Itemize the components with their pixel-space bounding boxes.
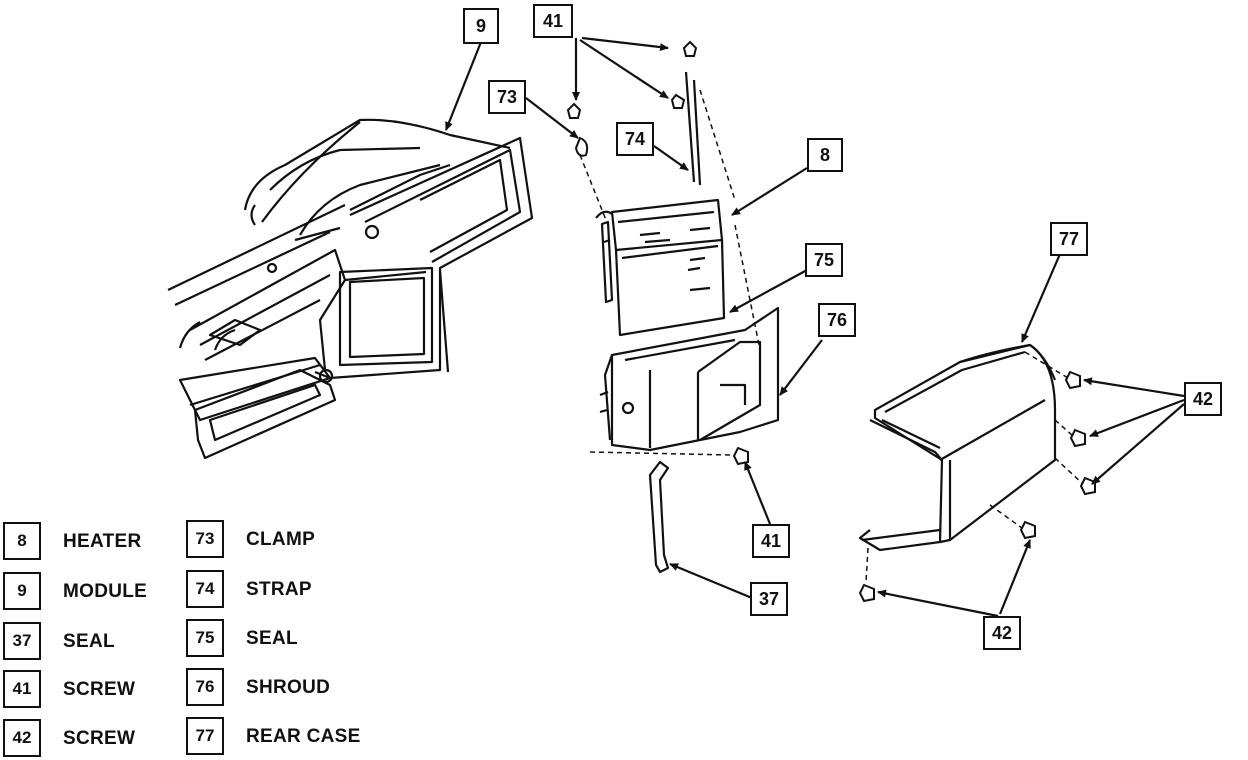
callout-41-top: 41 [533,4,573,38]
seal-strip-drawing [648,460,670,574]
legend-label-shroud: SHROUD [246,677,331,698]
callout-76: 76 [818,303,856,337]
legend-number-75: 75 [186,619,224,657]
legend-label-screw: SCREW [63,679,136,700]
callout-9: 9 [463,8,499,44]
callout-8: 8 [807,138,843,172]
legend-label-seal: SEAL [246,628,298,649]
legend-number-73: 73 [186,520,224,558]
legend-label-screw: SCREW [63,728,136,749]
legend-label-heater: HEATER [63,531,142,552]
callout-41-bottom: 41 [752,524,790,558]
leader-arrows [444,36,1185,618]
legend-number-41: 41 [3,670,41,708]
legend-label-rear-case: REAR CASE [246,726,361,747]
callout-37: 37 [750,582,788,616]
callout-75: 75 [805,243,843,277]
callout-77: 77 [1050,222,1088,256]
strap-drawing [684,71,702,186]
legend-number-74: 74 [186,570,224,608]
heater-core-drawing [595,198,726,337]
legend-number-8: 8 [3,522,41,560]
legend-label-clamp: CLAMP [246,529,316,550]
callout-73: 73 [488,80,526,114]
callout-42-bottom: 42 [983,616,1021,650]
legend-label-seal: SEAL [63,631,115,652]
legend-number-9: 9 [3,572,41,610]
legend-number-77: 77 [186,717,224,755]
legend-number-42: 42 [3,719,41,757]
alignment-lines [579,89,1084,583]
legend-number-37: 37 [3,622,41,660]
legend-number-76: 76 [186,668,224,706]
rear-case-drawing [858,343,1057,552]
callout-74: 74 [616,122,654,156]
legend-label-module: MODULE [63,581,148,602]
shroud-drawing [599,306,780,452]
callout-42-right: 42 [1184,382,1222,416]
legend-label-strap: STRAP [246,579,312,600]
module-drawing [167,118,534,460]
